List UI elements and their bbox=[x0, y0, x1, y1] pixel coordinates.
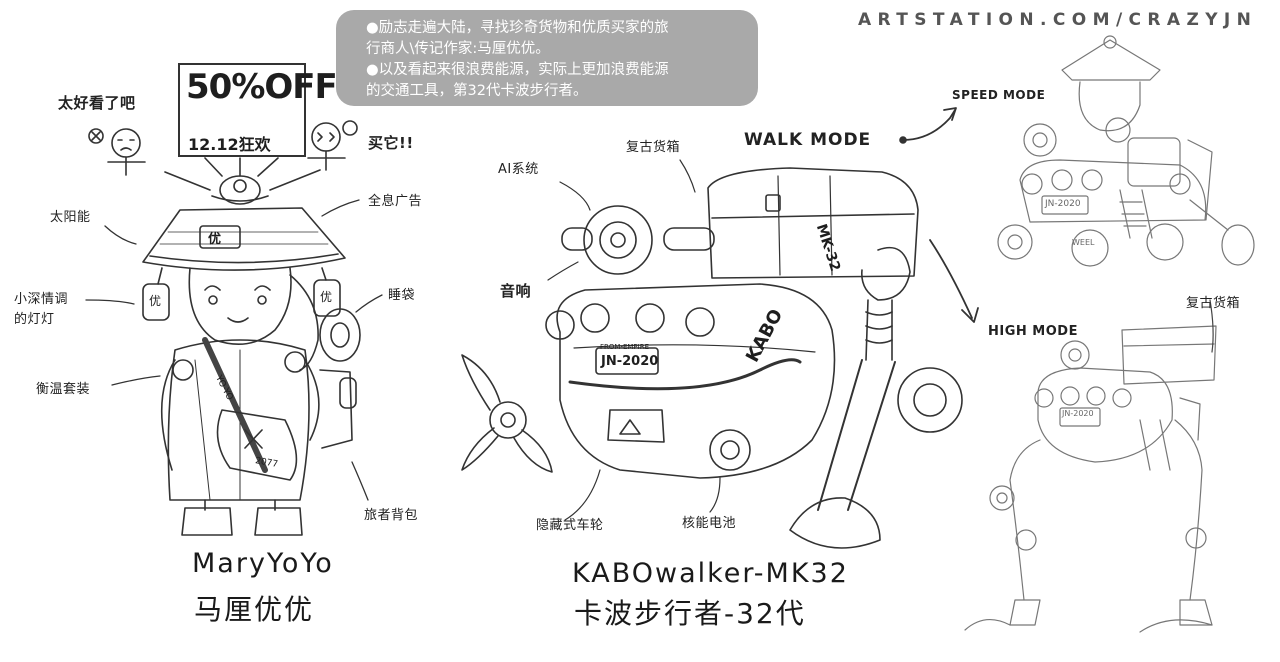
label-lamp: 小深情调 的灯灯 bbox=[14, 290, 68, 330]
label-retro-cargo: 复古货箱 bbox=[626, 140, 681, 155]
label-lamp-line-1: 小深情调 bbox=[14, 292, 69, 307]
license-plate: JN-2020 bbox=[601, 354, 659, 369]
plate-origin-text: FROM-EMPIRE bbox=[600, 343, 649, 351]
sign-discount-text: 50%OFF bbox=[186, 67, 338, 107]
note-line-3: ●以及看起来很浪费能源，实际上更加浪费能源 bbox=[366, 62, 669, 78]
watermark-text: ARTSTATION.COM/CRAZYJN bbox=[858, 10, 1258, 30]
speed-mode-sketch bbox=[997, 35, 1255, 267]
label-sleeping-bag: 睡袋 bbox=[388, 288, 416, 303]
label-holo-ad: 全息广告 bbox=[368, 194, 423, 209]
high-mode-sketch bbox=[964, 299, 1217, 633]
label-buy: 买它!! bbox=[368, 134, 414, 152]
walker-name-cn: 卡波步行者-32代 bbox=[574, 597, 806, 630]
sign-date-text: 12.12狂欢 bbox=[188, 135, 271, 154]
character-leader-lines bbox=[85, 199, 383, 501]
speed-mode-wheel-text: WEEL bbox=[1072, 238, 1095, 247]
label-speaker: 音响 bbox=[500, 282, 532, 300]
label-hidden-wheel: 隐藏式车轮 bbox=[536, 518, 604, 533]
label-solar: 太阳能 bbox=[50, 210, 91, 225]
lantern-left-tag: 优 bbox=[149, 294, 162, 308]
character-sketch bbox=[88, 120, 361, 536]
holo-sign: 50%OFF 12.12狂欢 bbox=[178, 63, 338, 157]
mode-walk-label: WALK MODE bbox=[744, 130, 872, 150]
mode-speed-label: SPEED MODE bbox=[952, 88, 1046, 102]
note-line-1: ●励志走遍大陆，寻找珍奇货物和优质买家的旅 bbox=[366, 20, 669, 36]
label-nuclear-battery: 核能电池 bbox=[682, 516, 737, 531]
label-backpack: 旅者背包 bbox=[364, 508, 419, 523]
character-name-en: MaryYoYo bbox=[192, 548, 334, 579]
label-thermal-suit: 衡温套装 bbox=[36, 382, 91, 397]
label-ai-system: AI系统 bbox=[498, 162, 539, 177]
walker-name-en: KABOwalker-MK32 bbox=[572, 558, 849, 589]
note-line-2: 行商人\传记作家:马厘优优。 bbox=[366, 41, 550, 57]
high-mode-plate: JN-2020 bbox=[1062, 409, 1094, 418]
label-retro-cargo-high: 复古货箱 bbox=[1186, 296, 1241, 311]
mode-high-label: HIGH MODE bbox=[988, 324, 1078, 339]
walker-sketch bbox=[461, 107, 979, 549]
label-great: 太好看了吧 bbox=[58, 94, 136, 112]
hat-tag: 优 bbox=[208, 232, 222, 247]
lantern-right-tag: 优 bbox=[320, 290, 333, 304]
description-note: ●励志走遍大陆，寻找珍奇货物和优质买家的旅 行商人\传记作家:马厘优优。 ●以及… bbox=[336, 10, 758, 106]
speed-mode-plate: JN-2020 bbox=[1045, 199, 1081, 209]
note-line-4: 的交通工具，第32代卡波步行者。 bbox=[366, 83, 588, 99]
character-name-cn: 马厘优优 bbox=[194, 593, 315, 626]
label-lamp-line-2: 的灯灯 bbox=[14, 312, 55, 327]
